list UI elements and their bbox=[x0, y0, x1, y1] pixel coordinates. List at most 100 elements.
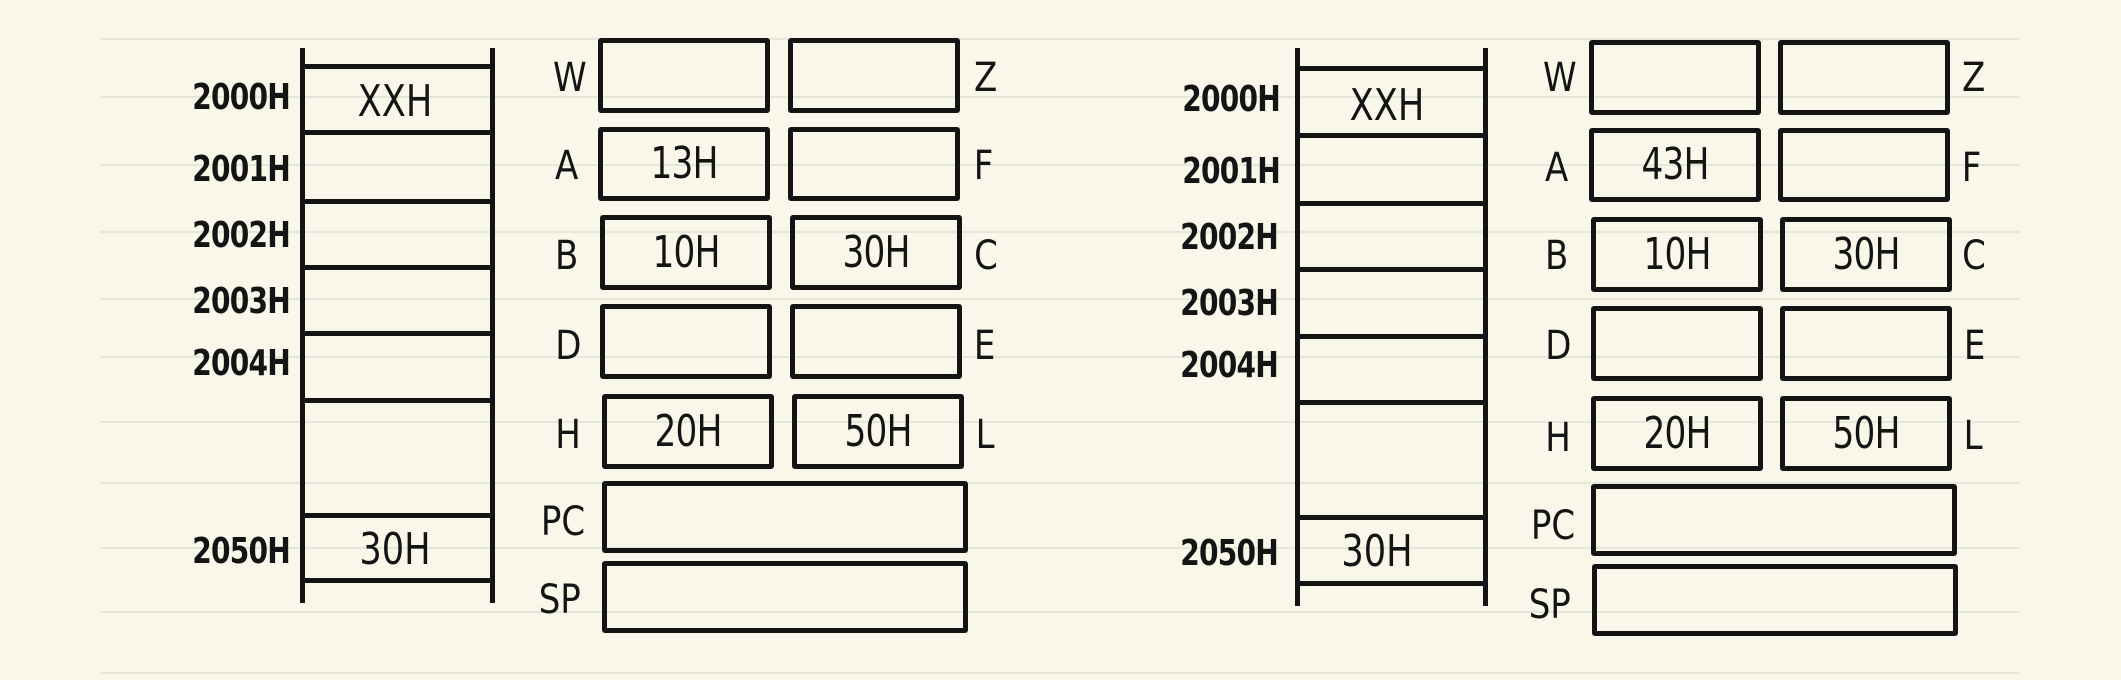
register-a: 13H bbox=[598, 127, 770, 201]
register-h: 20H bbox=[602, 394, 774, 469]
memory-cell-border bbox=[300, 398, 495, 403]
cpu-state-diagram-before: 2000H 2001H 2002H 2003H 2004H 2050H XXH … bbox=[0, 0, 1000, 680]
register-label-sp: SP bbox=[1528, 582, 1571, 628]
register-w bbox=[1589, 40, 1761, 115]
memory-cell-border bbox=[1295, 267, 1488, 272]
ruled-line bbox=[100, 164, 2020, 166]
ruled-line bbox=[100, 298, 2020, 300]
memory-value: XXH bbox=[1349, 80, 1425, 131]
register-pc bbox=[602, 481, 968, 553]
memory-left-rail bbox=[300, 48, 305, 603]
cpu-state-diagram-after: 2000H 2001H 2002H 2003H 2004H 2050H XXH … bbox=[990, 0, 1990, 680]
register-e bbox=[790, 304, 962, 379]
ruled-line bbox=[100, 547, 2020, 549]
memory-address: 2001H bbox=[1182, 151, 1281, 192]
register-label-c: C bbox=[974, 233, 998, 279]
memory-address: 2003H bbox=[192, 281, 291, 322]
register-label-w: W bbox=[552, 55, 587, 101]
register-e bbox=[1780, 306, 1952, 381]
register-label-z: Z bbox=[1962, 55, 1986, 101]
memory-address: 2050H bbox=[1180, 533, 1279, 574]
register-z bbox=[1778, 40, 1950, 115]
register-d bbox=[1591, 306, 1763, 381]
register-z bbox=[788, 38, 960, 113]
register-label-a: A bbox=[555, 143, 579, 189]
register-label-f: F bbox=[973, 143, 994, 189]
register-value: 30H bbox=[1832, 228, 1900, 280]
memory-cell-border bbox=[1295, 66, 1488, 71]
register-sp bbox=[1592, 564, 1958, 636]
register-value: 10H bbox=[652, 226, 720, 278]
memory-right-rail bbox=[490, 48, 495, 603]
register-label-l: L bbox=[975, 412, 995, 458]
memory-cell-border bbox=[300, 578, 495, 583]
ruled-line bbox=[100, 96, 2020, 98]
memory-cell-border bbox=[1295, 581, 1488, 586]
register-label-b: B bbox=[1545, 233, 1569, 279]
memory-cell-border bbox=[1295, 400, 1488, 405]
memory-cell-border bbox=[300, 513, 495, 518]
memory-cell-border bbox=[1295, 201, 1488, 206]
register-label-d: D bbox=[1545, 323, 1572, 369]
memory-cell-border bbox=[300, 130, 495, 135]
register-a: 43H bbox=[1589, 128, 1761, 202]
ruled-line bbox=[100, 611, 2020, 613]
register-label-e: E bbox=[1963, 323, 1986, 369]
register-l: 50H bbox=[792, 394, 964, 469]
register-value: 43H bbox=[1641, 139, 1709, 190]
register-label-c: C bbox=[1962, 233, 1986, 279]
register-label-h: H bbox=[1545, 415, 1571, 461]
ruled-line bbox=[100, 672, 2020, 674]
memory-right-rail bbox=[1483, 48, 1488, 606]
memory-address: 2000H bbox=[1182, 79, 1281, 120]
register-c: 30H bbox=[790, 215, 962, 290]
register-value: 10H bbox=[1643, 228, 1711, 280]
memory-address: 2001H bbox=[192, 149, 291, 190]
register-label-b: B bbox=[555, 233, 579, 279]
memory-cell-border bbox=[1295, 133, 1488, 138]
memory-value: XXH bbox=[357, 76, 433, 127]
register-f bbox=[1778, 128, 1950, 202]
register-label-pc: PC bbox=[540, 499, 586, 545]
register-b: 10H bbox=[600, 215, 772, 290]
register-h: 20H bbox=[1591, 396, 1763, 471]
register-b: 10H bbox=[1591, 217, 1763, 292]
memory-cell-border bbox=[300, 64, 495, 69]
register-f bbox=[788, 127, 960, 201]
register-label-a: A bbox=[1545, 145, 1569, 191]
memory-value: 30H bbox=[1341, 526, 1413, 577]
ruled-line bbox=[100, 421, 2020, 423]
ruled-line bbox=[100, 356, 2020, 358]
register-label-l: L bbox=[1963, 413, 1983, 459]
memory-value: 30H bbox=[359, 524, 431, 575]
register-label-e: E bbox=[973, 323, 996, 369]
memory-cell-border bbox=[300, 331, 495, 336]
register-label-f: F bbox=[1961, 145, 1982, 191]
memory-address: 2003H bbox=[1180, 283, 1279, 324]
register-value: 13H bbox=[650, 138, 718, 189]
register-label-h: H bbox=[555, 412, 581, 458]
register-label-pc: PC bbox=[1530, 503, 1576, 549]
memory-cell-border bbox=[300, 265, 495, 270]
memory-address: 2004H bbox=[192, 343, 291, 384]
memory-address: 2002H bbox=[1180, 217, 1279, 258]
register-label-d: D bbox=[555, 323, 582, 369]
memory-cell-border bbox=[1295, 515, 1488, 520]
register-value: 20H bbox=[1643, 407, 1711, 459]
memory-address: 2000H bbox=[192, 77, 291, 118]
memory-address: 2004H bbox=[1180, 345, 1279, 386]
register-l: 50H bbox=[1780, 396, 1952, 471]
memory-cell-border bbox=[300, 199, 495, 204]
ruled-line bbox=[100, 482, 2020, 484]
register-w bbox=[598, 38, 770, 113]
register-value: 50H bbox=[844, 405, 912, 457]
register-pc bbox=[1591, 484, 1957, 556]
register-sp bbox=[602, 561, 968, 633]
register-label-w: W bbox=[1542, 55, 1577, 101]
memory-address: 2002H bbox=[192, 215, 291, 256]
register-value: 30H bbox=[842, 226, 910, 278]
ruled-line bbox=[100, 38, 2020, 40]
register-label-z: Z bbox=[974, 55, 998, 101]
memory-cell-border bbox=[1295, 334, 1488, 339]
